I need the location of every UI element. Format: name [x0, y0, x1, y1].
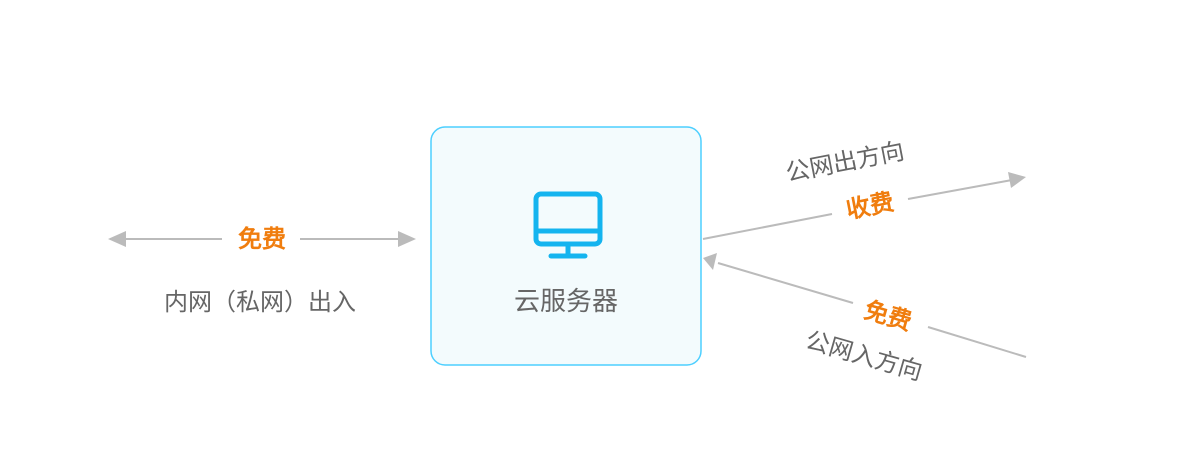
private-fee-label: 免费	[238, 225, 286, 253]
public-outbound-fee: 收费	[844, 188, 896, 225]
public-outbound-label: 公网出方向	[783, 137, 906, 187]
inbound-segment-2	[717, 262, 854, 304]
inbound-arrow-head	[703, 253, 717, 270]
private-arrow-left-head	[108, 231, 126, 247]
public-outbound-connector: 公网出方向 收费	[702, 137, 1026, 240]
public-inbound-connector: 免费 公网入方向	[703, 253, 1027, 386]
monitor-icon	[533, 191, 603, 259]
server-label: 云服务器	[514, 287, 618, 317]
private-arrow-right-head	[398, 231, 416, 247]
private-network-label: 内网（私网）出入	[164, 288, 356, 316]
cloud-server-node: 云服务器	[430, 126, 702, 366]
outbound-segment-1	[702, 213, 833, 240]
public-inbound-fee: 免费	[861, 296, 915, 336]
private-network-connector: 免费 内网（私网）出入	[108, 225, 416, 316]
outbound-segment-2	[907, 179, 1013, 200]
outbound-arrow-head	[1008, 172, 1026, 188]
inbound-segment-1	[927, 326, 1027, 358]
